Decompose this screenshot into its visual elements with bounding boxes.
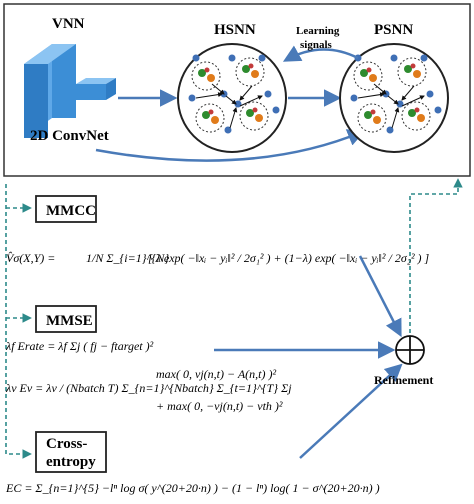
neuron-orange bbox=[251, 70, 259, 78]
neuron-red bbox=[410, 63, 416, 69]
hsnn-label: HSNN bbox=[214, 22, 256, 38]
synapse-arrow bbox=[401, 95, 425, 107]
cross-entropy-line2: entropy bbox=[46, 454, 96, 470]
voltage-line1: max( 0, vj(n,t) − A(n,t) )² bbox=[156, 367, 277, 381]
vnn-label: VNN bbox=[52, 16, 85, 32]
neuron-red bbox=[204, 67, 210, 73]
neuron-blue bbox=[224, 126, 232, 134]
synapse-arrow bbox=[195, 92, 223, 99]
psnn-neurons bbox=[350, 54, 442, 134]
refinement-feedback-line bbox=[409, 178, 463, 340]
neuron-blue bbox=[228, 54, 236, 62]
mmcc-label: MMCC bbox=[46, 203, 96, 219]
neuron-blue bbox=[272, 106, 280, 114]
neuron-blue bbox=[192, 54, 200, 62]
neuron-orange bbox=[417, 114, 425, 122]
refinement-sum-node bbox=[395, 335, 425, 365]
neuron-orange bbox=[211, 116, 219, 124]
mmcc-box bbox=[35, 195, 97, 223]
neuron-cluster bbox=[357, 103, 387, 133]
neuron-blue bbox=[390, 54, 398, 62]
neuron-green bbox=[246, 109, 254, 117]
convnet-icon bbox=[24, 44, 116, 138]
neuron-blue bbox=[264, 90, 272, 98]
neuron-blue bbox=[258, 54, 266, 62]
synapse-arrow bbox=[239, 85, 253, 101]
neuron-cluster bbox=[191, 61, 221, 91]
synapse-arrow bbox=[387, 95, 399, 105]
mmcc-equation: V̂σ(X,Y) = 1/N Σ_{i=1}^{N} [ λ exp( −‖xᵢ… bbox=[6, 251, 430, 265]
neuron-orange bbox=[369, 74, 377, 82]
cross-entropy-line1: Cross- bbox=[46, 436, 87, 452]
mmcc-lhs: V̂σ(X,Y) = bbox=[6, 251, 55, 265]
ce-to-refinement-arrow bbox=[299, 363, 403, 459]
synapse-arrow bbox=[239, 95, 263, 107]
mmcc-body: [ λ exp( −‖xᵢ − yᵢ‖² / 2σ₁² ) + (1−λ) ex… bbox=[148, 251, 430, 265]
neuron-green bbox=[364, 111, 372, 119]
synapse-arrow bbox=[229, 107, 238, 129]
neuron-orange bbox=[255, 114, 263, 122]
neuron-blue bbox=[386, 126, 394, 134]
neuron-orange bbox=[207, 74, 215, 82]
neuron-green bbox=[198, 69, 206, 77]
synapse-arrow bbox=[225, 95, 237, 105]
neuron-green bbox=[408, 109, 416, 117]
convnet-label: 2D ConvNet bbox=[30, 128, 109, 144]
rate-equation: λf Erate = λf Σj ( fj − ftarget )² bbox=[5, 339, 154, 353]
refinement-label: Refinement bbox=[374, 373, 433, 387]
neuron-cluster bbox=[353, 61, 383, 91]
neuron-orange bbox=[373, 116, 381, 124]
neuron-blue bbox=[350, 94, 358, 102]
neuron-green bbox=[404, 65, 412, 73]
neuron-cluster bbox=[239, 101, 269, 131]
neuron-blue bbox=[188, 94, 196, 102]
mmse-label: MMSE bbox=[46, 313, 93, 329]
neuron-cluster bbox=[397, 57, 427, 87]
cross-entropy-box bbox=[35, 431, 107, 473]
neuron-green bbox=[242, 65, 250, 73]
hsnn-neurons bbox=[188, 54, 280, 134]
neuron-cluster bbox=[235, 57, 265, 87]
learning-signals-line1: Learning bbox=[296, 25, 340, 37]
mmcc-sum: 1/N Σ_{i=1}^{N} bbox=[86, 251, 169, 265]
neuron-cluster bbox=[195, 103, 225, 133]
neuron-green bbox=[360, 69, 368, 77]
learning-signals-arrow bbox=[282, 45, 359, 62]
neuron-cluster bbox=[401, 101, 431, 131]
learning-signals-line2: signals bbox=[300, 39, 333, 51]
neuron-red bbox=[414, 107, 420, 113]
neuron-blue bbox=[434, 106, 442, 114]
neuron-red bbox=[208, 109, 214, 115]
neuron-blue bbox=[420, 54, 428, 62]
neuron-red bbox=[248, 63, 254, 69]
voltage-lhs: λv Ev = λv / (Nbatch T) Σ_{n=1}^{Nbatch}… bbox=[5, 381, 292, 395]
synapse-arrow bbox=[401, 85, 415, 101]
synapse-arrow bbox=[357, 92, 385, 99]
vnn-to-psnn-arrow bbox=[95, 129, 366, 162]
neuron-red bbox=[370, 109, 376, 115]
neuron-blue bbox=[426, 90, 434, 98]
synapse-arrow bbox=[391, 107, 400, 129]
voltage-line2: + max( 0, −vj(n,t) − vth )² bbox=[156, 399, 283, 413]
psnn-label: PSNN bbox=[374, 22, 413, 38]
neuron-red bbox=[252, 107, 258, 113]
synapse-arrow bbox=[211, 83, 225, 95]
neuron-orange bbox=[413, 70, 421, 78]
mmse-box bbox=[35, 305, 97, 333]
neuron-green bbox=[202, 111, 210, 119]
feedback-loop-line bbox=[5, 184, 32, 459]
neuron-red bbox=[366, 67, 372, 73]
synapse-arrow bbox=[373, 83, 387, 95]
mmcc-to-refinement-arrow bbox=[358, 255, 402, 338]
cross-entropy-equation: EC = Σ_{n=1}^{5} −lⁿ log σ( y^(20+20·n) … bbox=[5, 481, 380, 495]
voltage-equation: λv Ev = λv / (Nbatch T) Σ_{n=1}^{Nbatch}… bbox=[5, 367, 292, 413]
